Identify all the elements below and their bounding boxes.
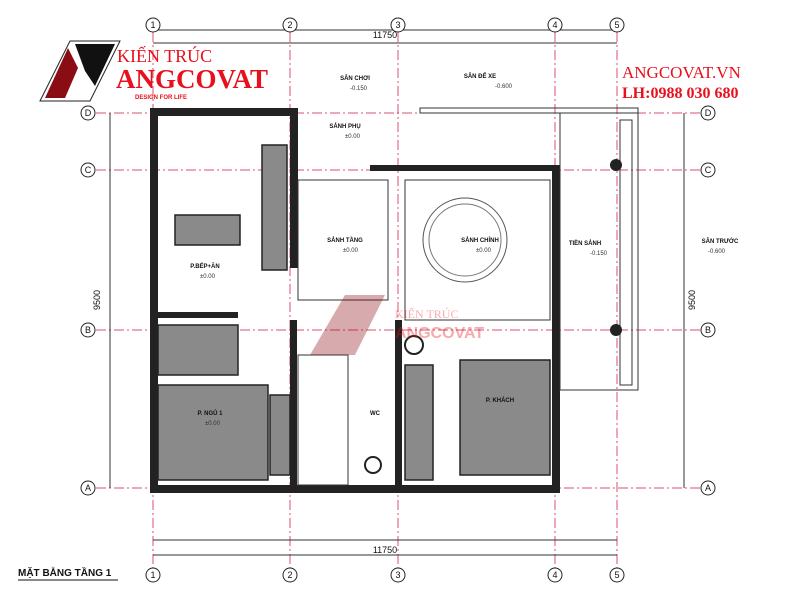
svg-text:±0.00: ±0.00 [476, 248, 492, 254]
col-bubble-bottom-2: 2 [282, 567, 298, 583]
svg-text:5: 5 [614, 570, 619, 580]
col-bubble-top-2: 2 [282, 17, 298, 33]
stair [297, 354, 349, 486]
dining-table [174, 214, 241, 246]
room-label: WC [370, 411, 381, 417]
svg-text:1: 1 [150, 570, 155, 580]
svg-text:ANGCOVAT: ANGCOVAT [116, 64, 268, 94]
room-label: SẢNH CHÍNH [461, 236, 499, 244]
column [610, 159, 622, 171]
row-bubble-right-D: D [700, 105, 716, 121]
brand-logo: KIẾN TRÚC ANGCOVAT DESIGN FOR LIFE [39, 40, 268, 102]
svg-text:4: 4 [552, 20, 557, 30]
dimension-lines: 11750 11750 9500 9500 [92, 29, 697, 556]
brand-phone: LH:0988 030 680 [622, 85, 738, 102]
row-bubble-right-B: B [700, 322, 716, 338]
room-label: SÂN ĐỂ XE [464, 73, 496, 80]
svg-text:2: 2 [287, 20, 292, 30]
svg-text:D: D [85, 108, 92, 118]
drawing-title: MẶT BẰNG TẦNG 1 [18, 566, 112, 579]
grid-bubbles: 1 2 3 4 5 1 2 3 4 5 D C B A D C B A [80, 17, 716, 583]
col-bubble-top-3: 3 [390, 17, 406, 33]
column [610, 324, 622, 336]
room-labels: SÂN CHƠI -0.150 SÂN ĐỂ XE -0.600 SẢNH PHỤ ±… [190, 73, 739, 427]
svg-text:±0.00: ±0.00 [205, 421, 221, 427]
col-bubble-top-1: 1 [145, 17, 161, 33]
col-bubble-bottom-5: 5 [609, 567, 625, 583]
svg-text:C: C [705, 165, 712, 175]
svg-text:4: 4 [552, 570, 557, 580]
svg-text:5: 5 [614, 20, 619, 30]
room-label: P. NGỦ 1 [198, 410, 224, 417]
room-label: P.BẾP+ĂN [190, 263, 219, 270]
dim-right: 9500 [687, 290, 697, 310]
svg-text:±0.00: ±0.00 [343, 248, 359, 254]
row-bubble-left-B: B [80, 322, 96, 338]
toilet [404, 335, 424, 355]
dim-top: 11750 [373, 30, 397, 40]
room-label: SÂN TRƯỚC [702, 237, 739, 245]
svg-text:DESIGN FOR LIFE: DESIGN FOR LIFE [135, 95, 187, 101]
row-bubble-left-A: A [80, 480, 96, 496]
side-cabinet [269, 394, 291, 476]
svg-text:±0.00: ±0.00 [345, 134, 361, 140]
wc-cabinet [404, 364, 434, 481]
bed [157, 384, 269, 481]
svg-text:KIẾN TRÚC: KIẾN TRÚC [395, 306, 458, 321]
svg-text:2: 2 [287, 570, 292, 580]
room-label: TIỀN SẢNH [569, 240, 601, 247]
svg-text:3: 3 [395, 570, 400, 580]
svg-text:A: A [705, 483, 711, 493]
svg-text:1: 1 [150, 20, 155, 30]
svg-text:ANGCOVAT: ANGCOVAT [395, 325, 484, 342]
svg-text:A: A [85, 483, 91, 493]
svg-text:B: B [705, 325, 711, 335]
cabinet [157, 324, 239, 376]
room-label: SẢNH PHỤ [329, 123, 360, 130]
svg-text:C: C [85, 165, 92, 175]
brand-website: ANGCOVAT.VN [622, 63, 741, 82]
svg-text:-0.150: -0.150 [590, 251, 608, 257]
toilet [364, 456, 382, 474]
svg-text:-0.600: -0.600 [708, 249, 726, 255]
walls [150, 107, 639, 493]
row-bubble-left-C: C [80, 162, 96, 178]
svg-text:B: B [85, 325, 91, 335]
floor-medallion [422, 197, 508, 283]
row-bubble-right-A: A [700, 480, 716, 496]
svg-text:-0.600: -0.600 [495, 84, 513, 90]
room-label: P. KHÁCH [486, 397, 514, 404]
kitchen-counter [261, 144, 288, 271]
watermark-logo: KIẾN TRÚC ANGCOVAT [310, 295, 484, 355]
col-bubble-top-5: 5 [609, 17, 625, 33]
row-bubble-left-D: D [80, 105, 96, 121]
svg-text:KIẾN TRÚC: KIẾN TRÚC [117, 45, 212, 66]
dim-bottom: 11750 [373, 545, 397, 555]
col-bubble-bottom-1: 1 [145, 567, 161, 583]
svg-text:±0.00: ±0.00 [200, 274, 216, 280]
col-bubble-bottom-3: 3 [390, 567, 406, 583]
furniture [157, 144, 622, 486]
svg-text:3: 3 [395, 20, 400, 30]
col-bubble-bottom-4: 4 [547, 567, 563, 583]
room-label: SẢNH TẦNG [327, 237, 363, 244]
svg-text:-0.150: -0.150 [350, 86, 368, 92]
row-bubble-right-C: C [700, 162, 716, 178]
dim-left: 9500 [92, 290, 102, 310]
col-bubble-top-4: 4 [547, 17, 563, 33]
svg-text:D: D [705, 108, 712, 118]
room-label: SÂN CHƠI [340, 75, 370, 82]
sofa-set [459, 359, 551, 476]
